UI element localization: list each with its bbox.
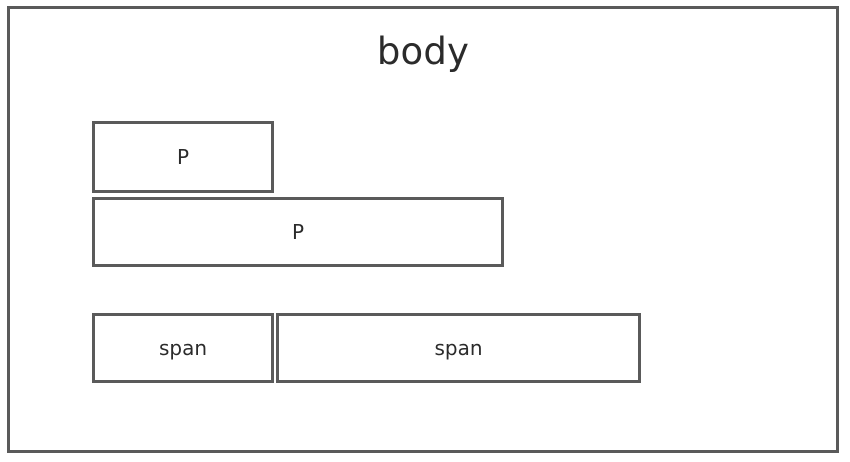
paragraph-box-2: P xyxy=(92,197,504,267)
span-box-1: span xyxy=(92,313,274,383)
span-box-2-label: span xyxy=(434,336,483,360)
span-box-2: span xyxy=(276,313,641,383)
span-box-1-label: span xyxy=(158,336,208,360)
body-container-box: body P P span span xyxy=(7,6,839,453)
paragraph-box-1: P xyxy=(92,121,274,193)
paragraph-box-2-label: P xyxy=(291,220,305,244)
paragraph-box-1-label: P xyxy=(176,145,190,169)
body-container-label: body xyxy=(376,30,470,73)
